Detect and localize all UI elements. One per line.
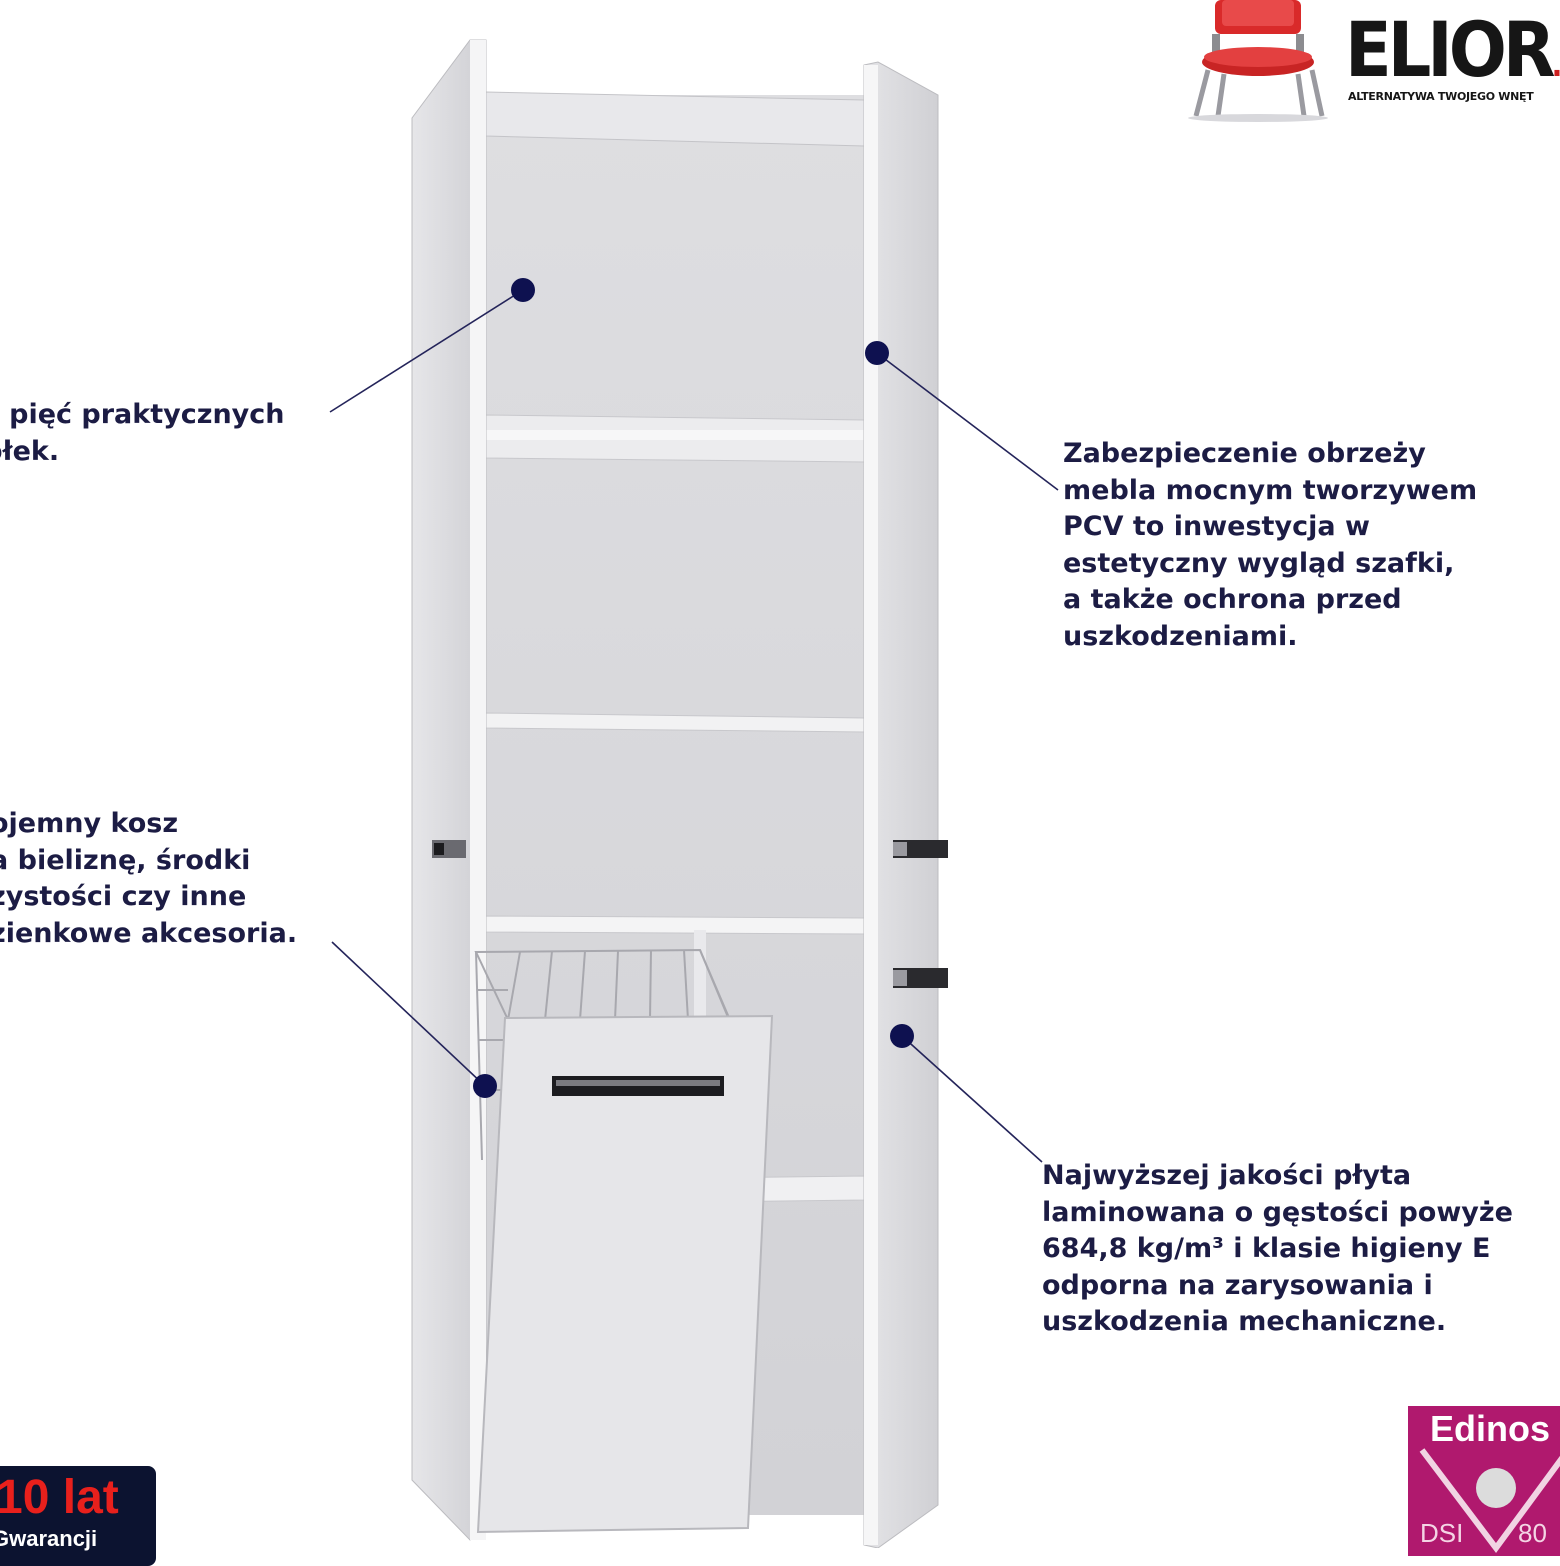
left-side-edge [470, 40, 486, 1540]
leader-line-board [901, 1035, 1043, 1163]
leader-line-basket [331, 941, 486, 1087]
leader-line-edges [876, 352, 1059, 491]
callout-board: Najwyższej jakości płyta laminowana o gę… [1042, 1160, 1513, 1337]
basket-tilt-door [476, 1014, 774, 1534]
marker-shelves [511, 278, 535, 302]
logo-tld: .p [1551, 46, 1560, 84]
callout-basket: ojemny kosz a bieliznę, środki zystości … [0, 808, 298, 949]
logo-tagline: ALTERNATYWA TWOJEGO WNĘT [1348, 90, 1534, 103]
elior-logo: ELIOR.p [1345, 8, 1560, 107]
chair-logo-icon [1188, 0, 1328, 122]
edinos-title: Edinos [1430, 1408, 1551, 1449]
marker-dots [473, 278, 914, 1098]
cabinet-top-board [485, 91, 865, 147]
edinos-certificate-badge: Edinos DSI 80 [1408, 1406, 1560, 1556]
marker-edges [865, 341, 889, 365]
callout-shelves: ż pięć praktycznych ółek. [0, 399, 285, 467]
shelf-1-front [486, 430, 864, 440]
right-door-edge [864, 65, 878, 1545]
marker-board [890, 1024, 914, 1048]
edinos-code-left: DSI [1420, 1518, 1464, 1548]
shelf-3 [485, 915, 865, 935]
right-door-handles [893, 840, 948, 988]
edinos-code-right: 80 [1518, 1518, 1547, 1548]
warranty-label: Gwarancji [0, 1526, 98, 1551]
warranty-badge: 10 lat Gwarancji [0, 1466, 156, 1566]
logo-name: ELIOR [1345, 5, 1555, 94]
leader-line-shelves [329, 289, 524, 413]
callout-edges: Zabezpieczenie obrzeży mebla mocnym twor… [1063, 438, 1478, 652]
leader-lines [329, 289, 1059, 1163]
warranty-years: 10 lat [0, 1471, 119, 1524]
marker-basket [473, 1074, 497, 1098]
